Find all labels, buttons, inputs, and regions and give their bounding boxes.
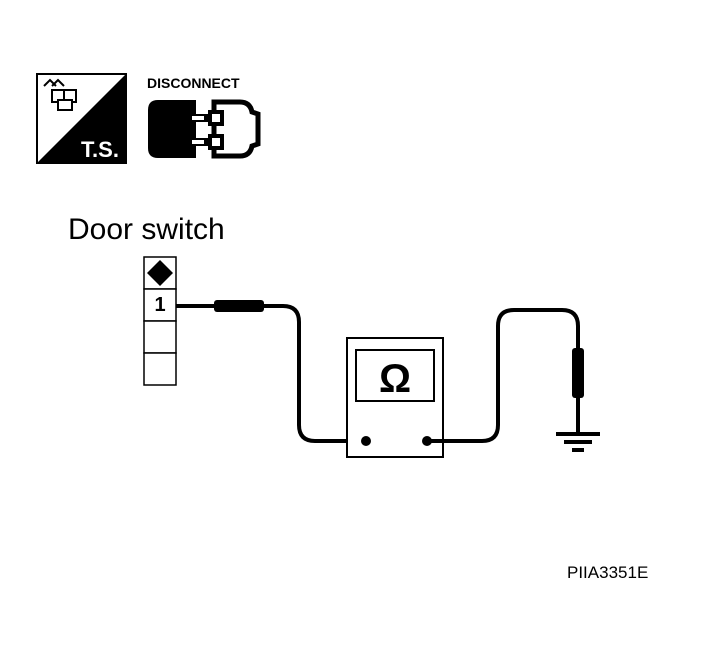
connector-plug-icon [43, 78, 77, 111]
figure-id: PIIA3351E [567, 563, 648, 582]
disconnect-label: DISCONNECT [147, 75, 240, 91]
ts-badge: T.S. [36, 73, 127, 164]
ohm-symbol-icon: Ω [379, 357, 411, 401]
disconnected-connector-icon [148, 99, 261, 159]
disconnect-badge: DISCONNECT [147, 75, 261, 159]
left-test-lead [176, 300, 366, 443]
ts-label: T.S. [81, 137, 119, 162]
terminal-number: 1 [154, 294, 165, 316]
ground-icon [556, 432, 600, 452]
component-name: Door switch [68, 213, 225, 246]
right-test-lead [427, 308, 584, 443]
door-switch-connector: 1 [143, 256, 177, 386]
connector-diamond-icon [147, 260, 173, 286]
ohmmeter: Ω [346, 337, 444, 458]
